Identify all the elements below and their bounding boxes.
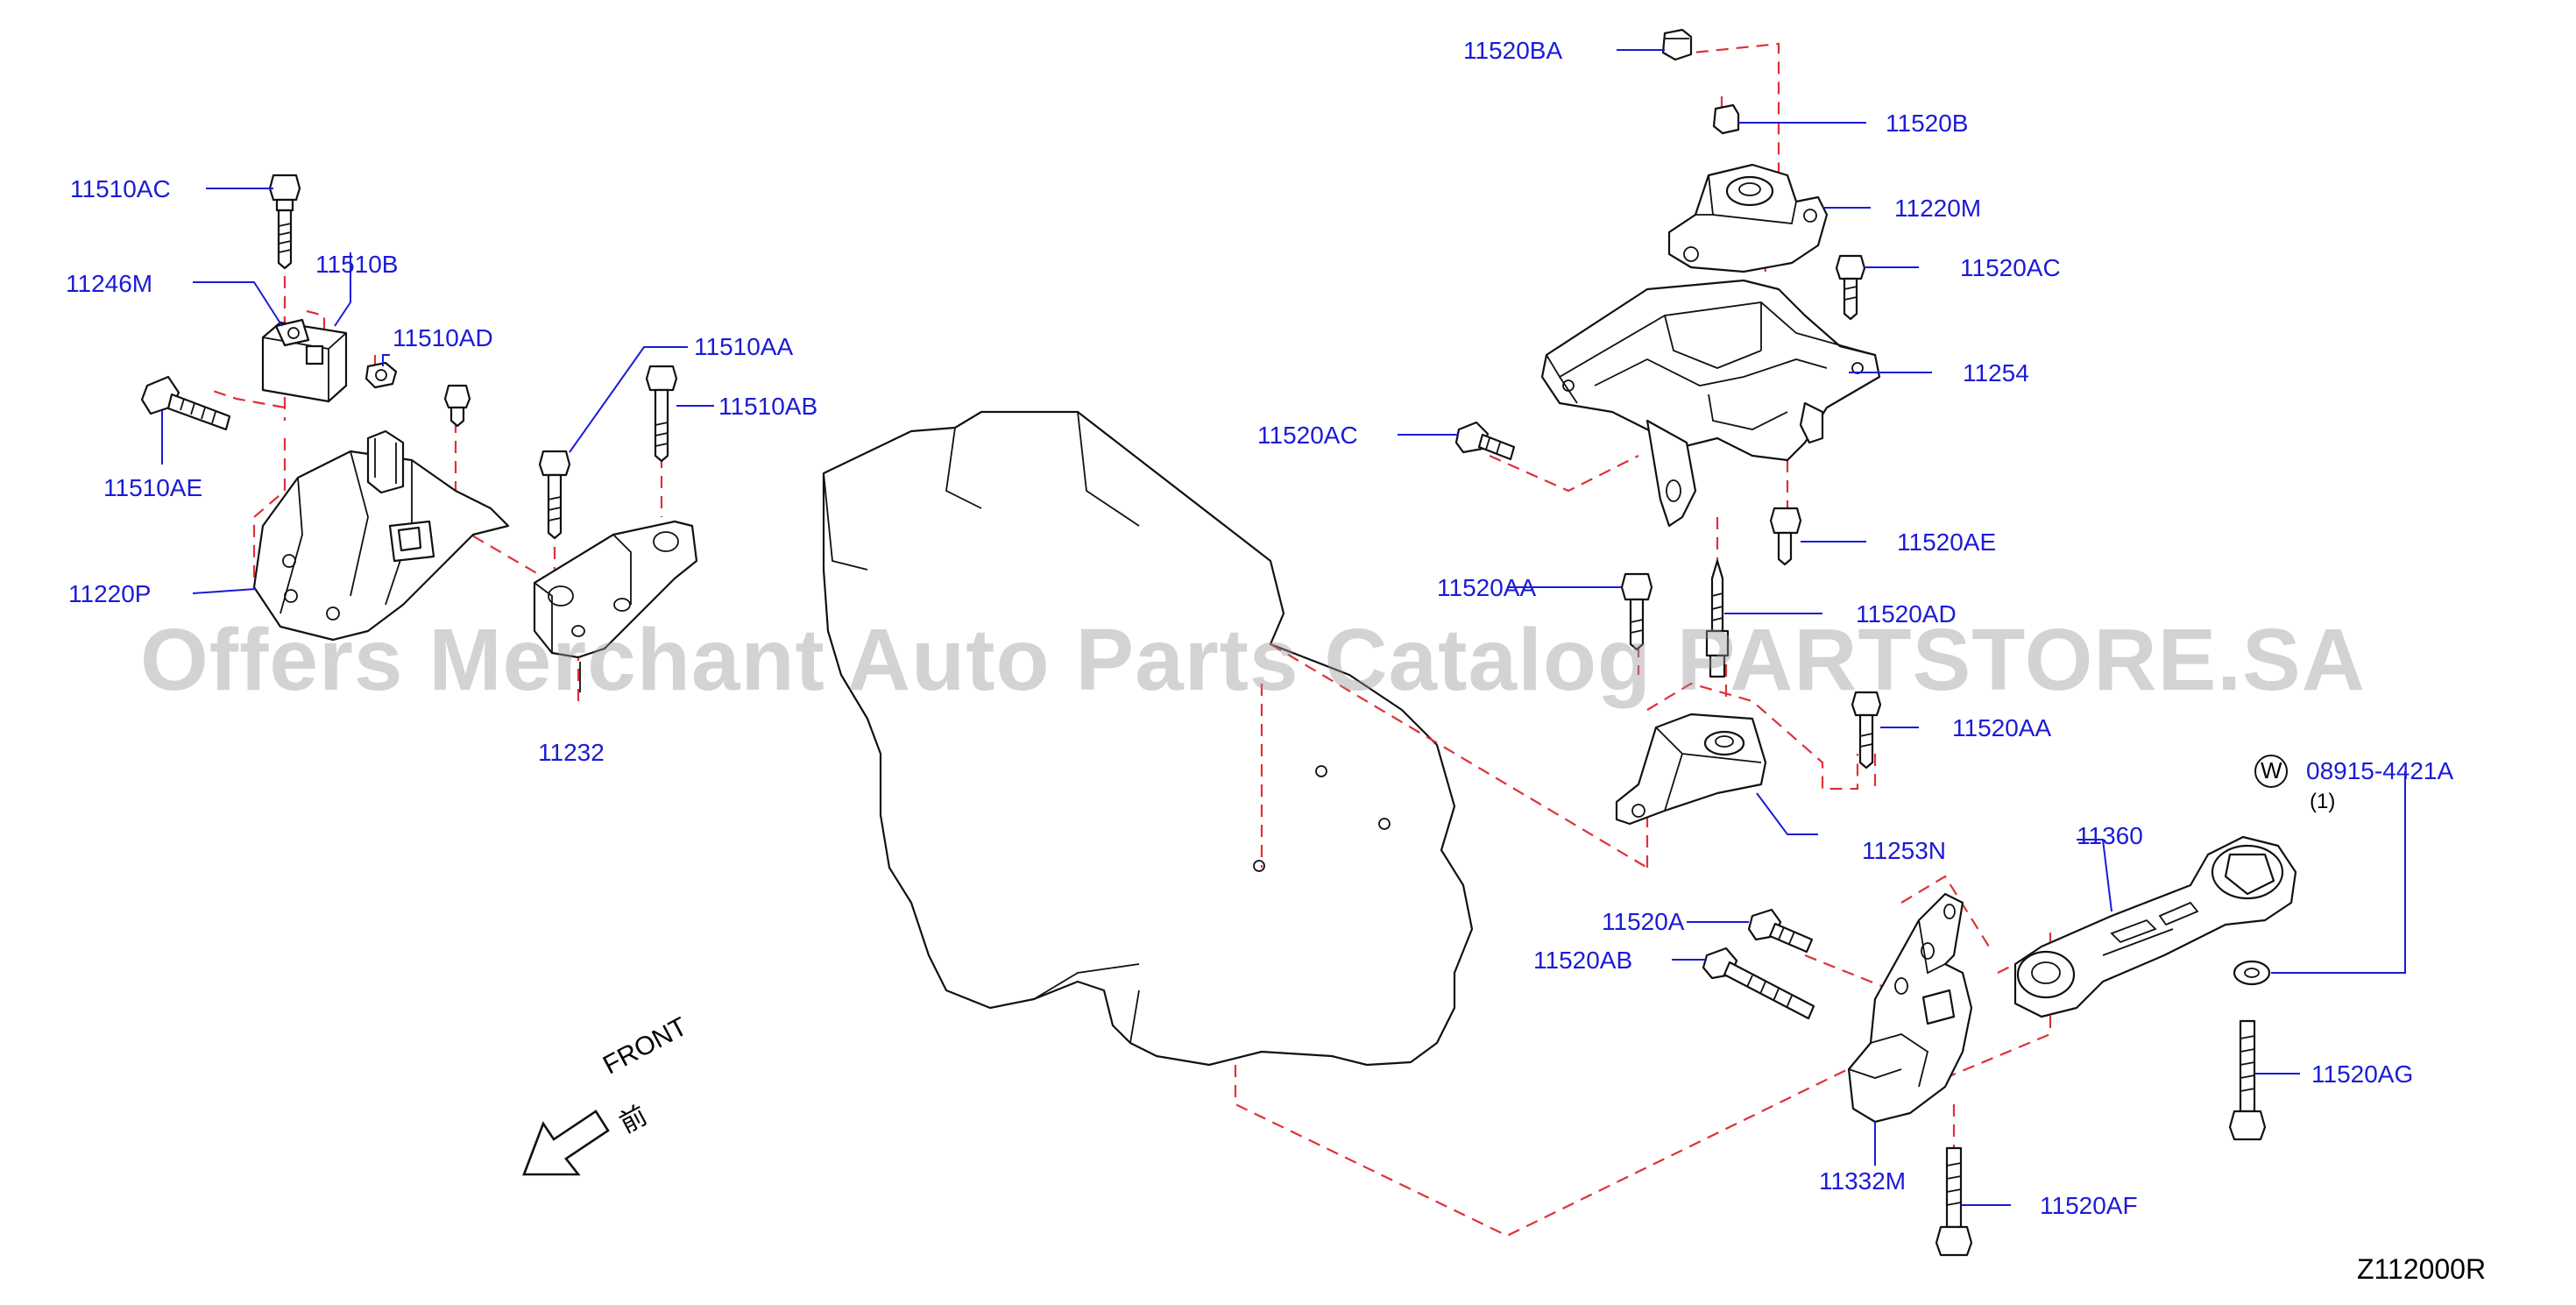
bolt-11520AE <box>1769 507 1802 566</box>
diagram-code: Z112000R <box>2357 1253 2487 1285</box>
label-11220P[interactable]: 11220P <box>68 580 152 607</box>
label-11232[interactable]: 11232 <box>538 739 605 766</box>
label-11253N[interactable]: 11253N <box>1862 837 1947 864</box>
label-11332M[interactable]: 11332M <box>1819 1167 1907 1195</box>
bolt-11520AC-left <box>1454 421 1516 461</box>
label-11520AD[interactable]: 11520AD <box>1856 600 1957 628</box>
bolt-11520AF <box>1935 1146 1973 1257</box>
stud-11520AD <box>1705 559 1730 678</box>
engine-mount-11220P <box>252 429 510 642</box>
label-11520AB[interactable]: 11520AB <box>1533 947 1633 974</box>
quantity-08915: (1) <box>2310 790 2336 813</box>
nut-11510AD <box>364 361 398 389</box>
leader-lines <box>161 49 2406 1206</box>
washer-symbol-icon <box>2254 755 2288 788</box>
bolt-11520AA-left <box>1620 572 1653 651</box>
label-11520AE[interactable]: 11520AE <box>1897 528 1997 556</box>
label-11510AA[interactable]: 11510AA <box>694 333 794 360</box>
label-11510AE[interactable]: 11510AE <box>103 474 203 501</box>
nut-11520BA <box>1661 28 1693 61</box>
bracket-11332M <box>1847 892 1973 1124</box>
watermark-text: Offers Merchant Auto Parts Catalog PARTS… <box>140 611 2366 709</box>
label-11510AB[interactable]: 11510AB <box>718 393 818 420</box>
label-11510AC[interactable]: 11510AC <box>70 175 171 202</box>
label-11520AA-left[interactable]: 11520AA <box>1437 574 1537 601</box>
bolt-11520AA-right <box>1851 691 1882 770</box>
label-11520A[interactable]: 11520A <box>1602 908 1685 935</box>
bolt-11510AE <box>140 375 231 431</box>
bolt-11510AC <box>268 174 301 270</box>
label-11520AC-top[interactable]: 11520AC <box>1960 254 2061 281</box>
bolt-11520AC-top <box>1835 254 1866 321</box>
bolt-11520AB <box>1702 947 1815 1020</box>
bolt-11520A <box>1747 908 1814 954</box>
torque-rod-11360 <box>2013 835 2297 1018</box>
bolt-11510AA <box>538 450 571 540</box>
label-11520BA[interactable]: 11520BA <box>1463 37 1563 64</box>
label-11246M[interactable]: 11246M <box>66 270 153 297</box>
label-11510AD[interactable]: 11510AD <box>393 324 493 351</box>
nut-11520B <box>1712 103 1740 135</box>
bolt-11520AG <box>2228 1019 2267 1141</box>
bracket-11253N <box>1615 713 1767 826</box>
washer-symbol-letter: W <box>2261 757 2282 784</box>
label-08915-4421A[interactable]: 08915-4421A <box>2306 757 2454 784</box>
stopper-11246M <box>261 318 348 403</box>
engine-block-outline <box>822 410 1474 1067</box>
label-11254[interactable]: 11254 <box>1963 359 2029 387</box>
label-11220M[interactable]: 11220M <box>1894 195 1982 222</box>
bracket-11232 <box>533 520 698 692</box>
label-11520B[interactable]: 11520B <box>1886 110 1969 137</box>
bracket-11254 <box>1540 279 1881 528</box>
label-11520AA-right[interactable]: 11520AA <box>1952 714 2052 741</box>
bolt-11510AB <box>645 365 678 463</box>
washer-08915-4421A <box>2233 960 2271 986</box>
label-11520AF[interactable]: 11520AF <box>2040 1192 2138 1219</box>
label-11520AG[interactable]: 11520AG <box>2311 1060 2414 1088</box>
label-11520AC-left[interactable]: 11520AC <box>1257 422 1358 449</box>
mount-11220M <box>1667 163 1829 273</box>
label-11510B[interactable]: 11510B <box>315 251 399 278</box>
bolt-small-left <box>443 384 471 428</box>
label-11360[interactable]: 11360 <box>2077 822 2143 849</box>
front-arrow-icon <box>522 1110 610 1176</box>
